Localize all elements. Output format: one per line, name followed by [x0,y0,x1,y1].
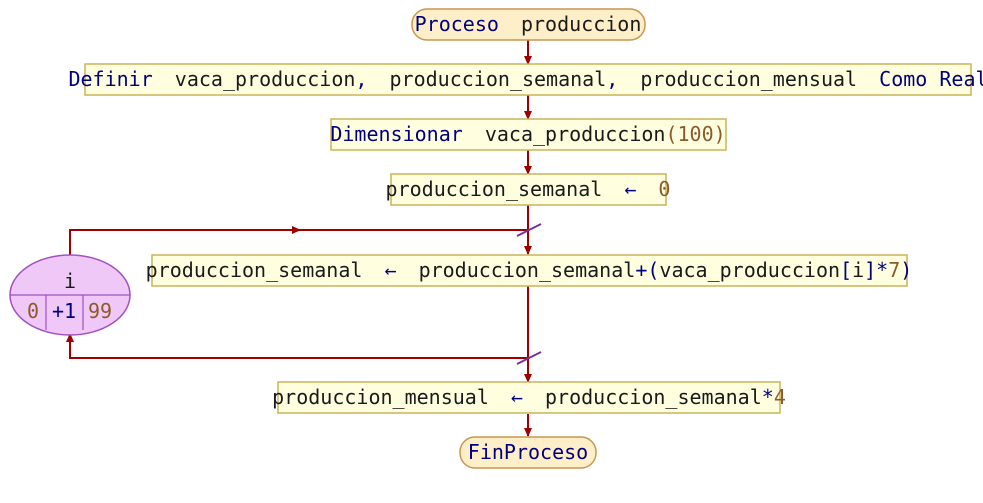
loop-end: 99 [88,299,112,323]
assign-init-value: 0 [658,177,670,201]
monthly-factor: 4 [774,385,786,409]
svg-text:produccion_mensual ←: produccion_mensual ← produccion_semanal*… [272,385,786,409]
svg-text:produccion_semanal ←: produccion_semanal ← produccion_semanal+… [146,258,913,282]
process-name: produccion [521,12,641,36]
assign-init-target: produccion_semanal [386,177,603,201]
define-var-1: vaca_produccion [175,67,356,91]
body-lb: [ [840,258,852,282]
define-var-2: produccion_semanal [390,67,607,91]
assign-init-arrow: ← [624,177,636,201]
monthly-arrow: ← [511,385,523,409]
body-times: * [876,258,888,282]
body-factor: 7 [888,258,900,282]
dimension-close: ) [714,122,726,146]
body-rb: ] [864,258,876,282]
svg-text:Definir vaca_produccion,: Definir vaca_produccion, produccion_sema… [68,67,983,91]
start-terminal: Proceso produccion [411,8,646,41]
body-plus: +( [635,258,659,282]
dimension-open: ( [665,122,677,146]
end-terminal: FinProceso [459,436,597,469]
body-expr-a: produccion_semanal [419,258,636,282]
loop-body-block: produccion_semanal ← produccion_semanal+… [146,254,913,287]
define-var-3: produccion_mensual [640,67,857,91]
define-keyword: Definir [68,67,152,91]
define-type: Como Real [879,67,983,91]
loop-slash-bottom [516,351,542,365]
loop-slash-top [516,223,542,237]
loop-variable: i [64,269,76,293]
assign-monthly-block: produccion_mensual ← produccion_semanal*… [272,381,786,414]
loop-step: +1 [52,299,76,323]
loop-entry-arrowhead [292,226,301,234]
body-expr-b: vaca_produccion [659,258,840,282]
loop-return-arrowhead [66,333,74,342]
svg-text:Dimensionar vaca_producc: Dimensionar vaca_produccion(100) [330,122,725,146]
loop-start: 0 [27,299,39,323]
for-loop-node: i 0 +1 99 [9,254,131,336]
dimension-name: vaca_produccion [485,122,666,146]
loop-entry-line [69,229,528,256]
loop-return-line [69,334,528,359]
body-close: ) [900,258,912,282]
svg-text:Proceso produccion: Proceso produccion [415,12,642,36]
end-keyword: FinProceso [468,440,588,464]
define-sep-1: , [355,67,367,91]
body-idx: i [852,258,864,282]
monthly-times: * [762,385,774,409]
assign-init-block: produccion_semanal ← 0 [386,173,671,206]
dimension-size: 100 [678,122,714,146]
monthly-expr: produccion_semanal [545,385,762,409]
body-target: produccion_semanal [146,258,363,282]
dimension-keyword: Dimensionar [330,122,462,146]
monthly-target: produccion_mensual [272,385,489,409]
svg-text:produccion_semanal ←: produccion_semanal ← 0 [386,177,671,201]
body-arrow: ← [384,258,396,282]
connectors [66,40,542,437]
dimension-block: Dimensionar vaca_produccion(100) [330,118,727,151]
start-keyword: Proceso [415,12,499,36]
define-block: Definir vaca_produccion, produccion_sema… [68,63,983,96]
define-sep-2: , [606,67,618,91]
